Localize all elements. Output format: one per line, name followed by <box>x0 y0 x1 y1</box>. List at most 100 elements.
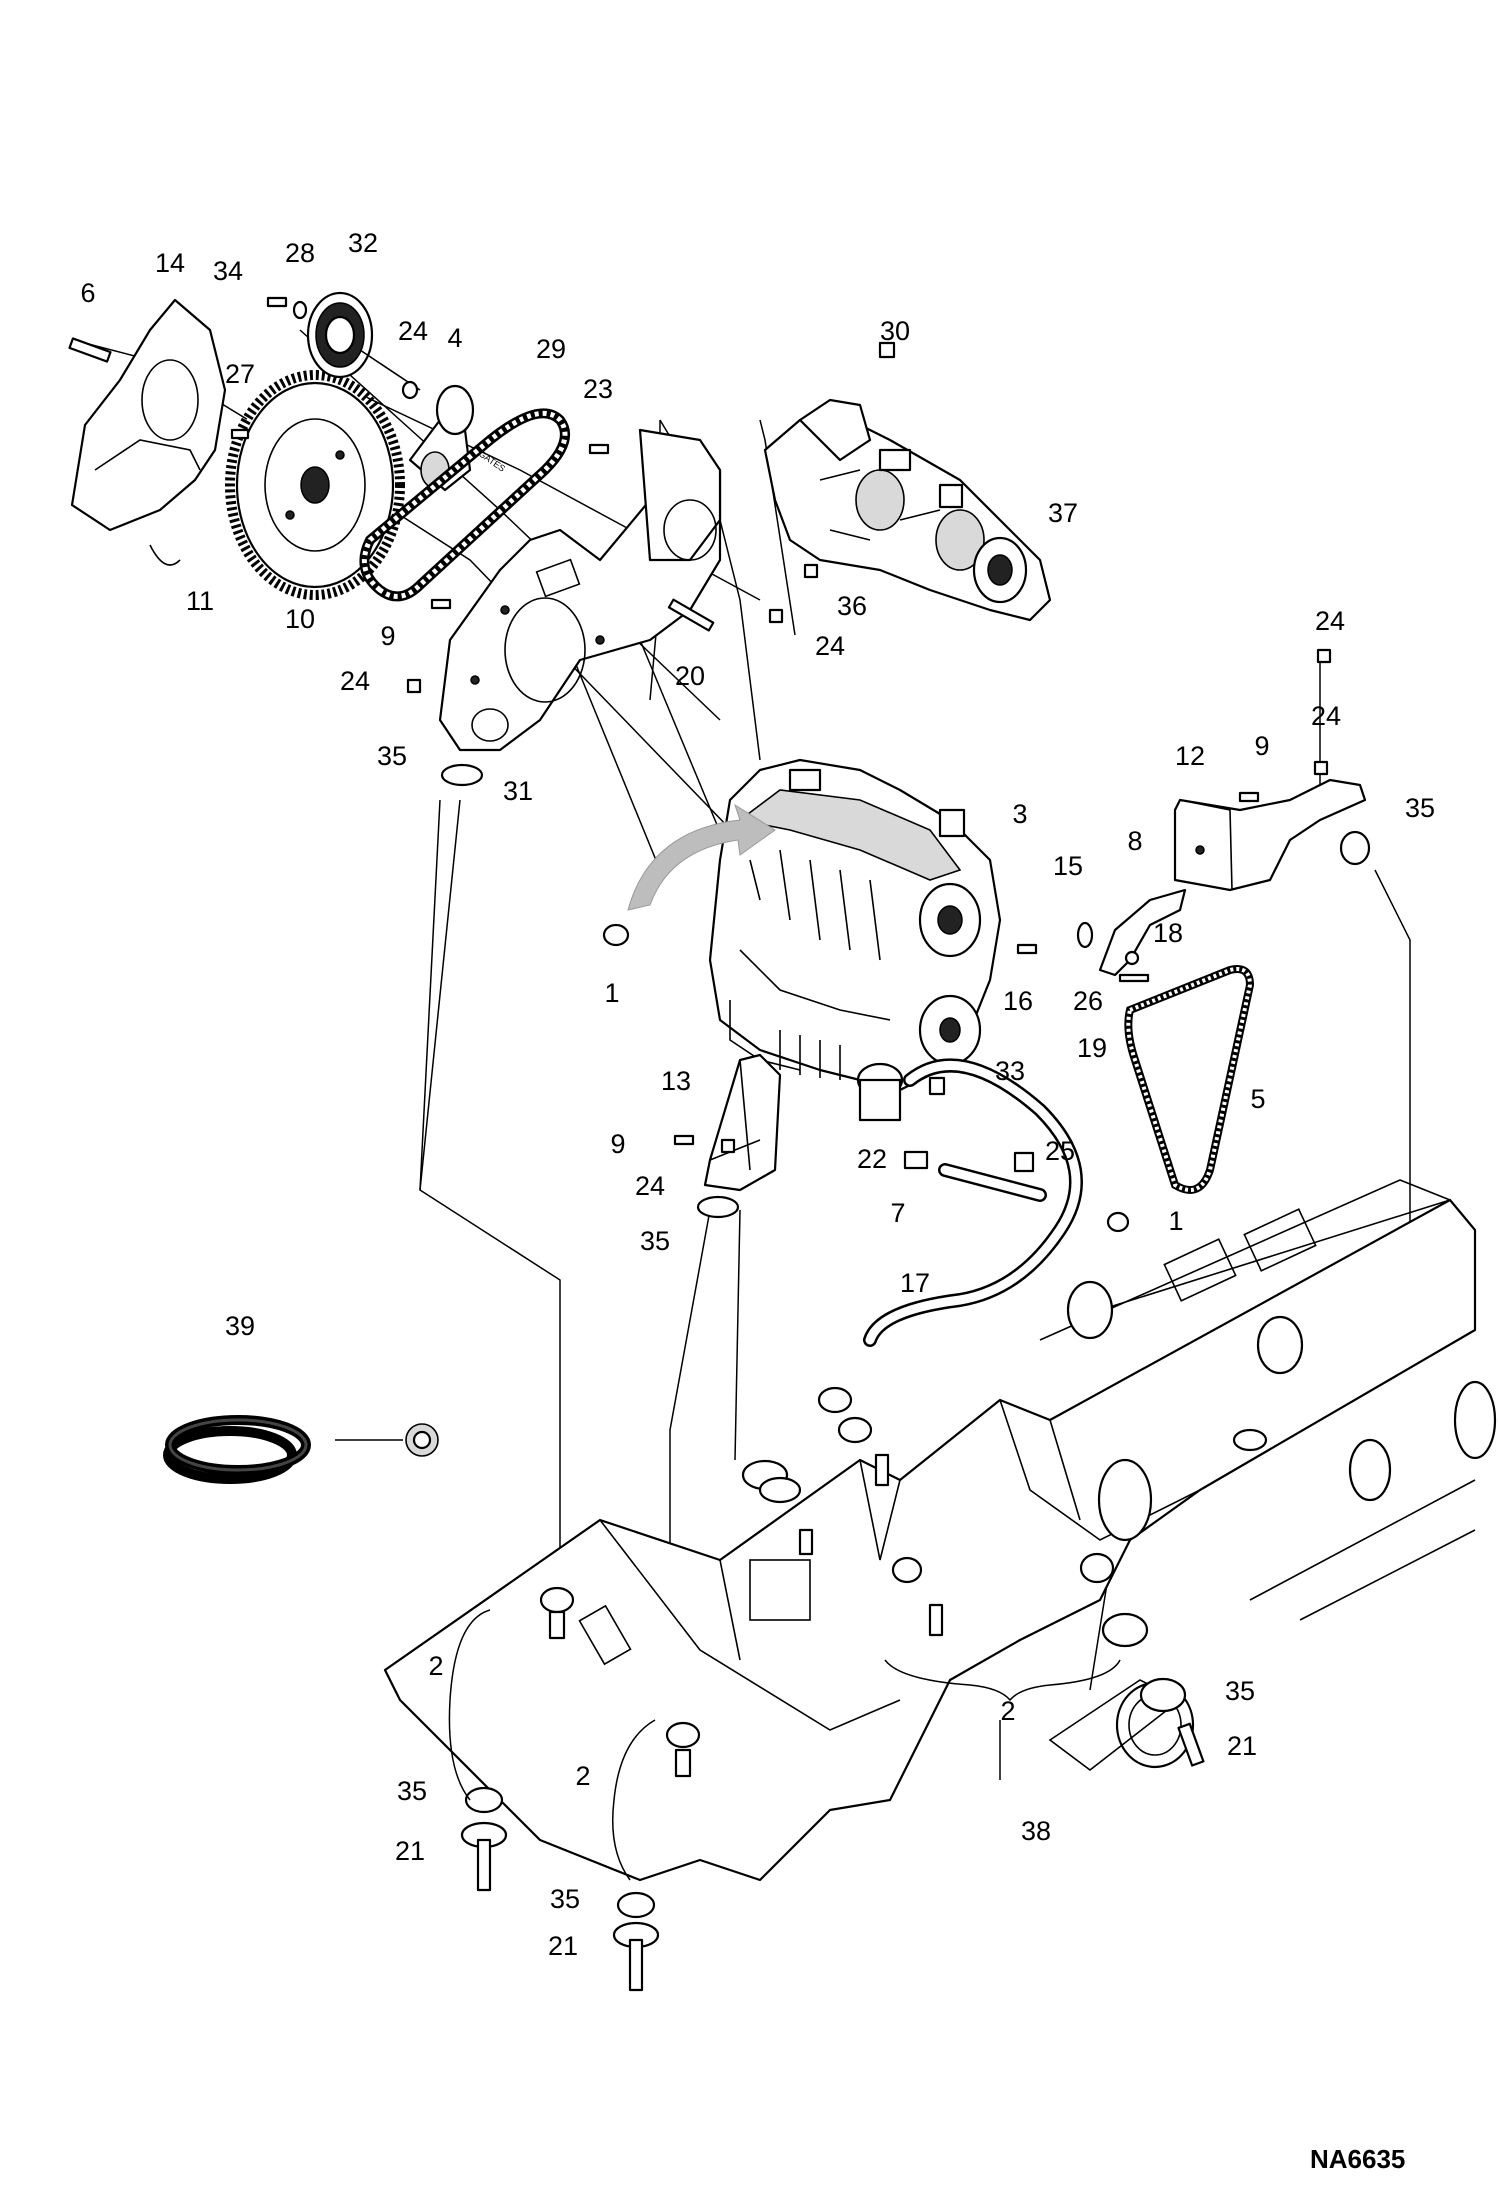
callout-39: 39 <box>225 1311 255 1341</box>
drain-hose <box>863 1058 1083 1347</box>
machine-frame <box>383 1179 1497 1882</box>
bracket-bolt-19 <box>1118 973 1150 983</box>
callout-9: 9 <box>380 621 395 651</box>
callout-2: 2 <box>575 1761 590 1791</box>
callout-25: 25 <box>1045 1136 1075 1166</box>
flywheel <box>225 370 405 600</box>
callout-6: 6 <box>80 278 95 308</box>
callout-29: 29 <box>536 334 566 364</box>
callout-13: 13 <box>661 1066 691 1096</box>
assembly-arrow <box>627 803 776 911</box>
callout-38: 38 <box>1021 1816 1051 1846</box>
callout-5: 5 <box>1250 1084 1265 1114</box>
front-mount-nut-24 <box>720 1138 736 1154</box>
callout-11: 11 <box>186 586 214 616</box>
callout-10: 10 <box>285 604 315 634</box>
callout-35: 35 <box>377 741 407 771</box>
hose-clamp-1b <box>1106 1211 1130 1233</box>
front-mount-bolt-9 <box>673 1134 695 1146</box>
callout-9: 9 <box>1254 731 1269 761</box>
callout-35: 35 <box>550 1884 580 1914</box>
edge-trim-seal <box>163 1415 439 1484</box>
rear-engine-mount-bracket <box>1173 778 1367 892</box>
callout-14: 14 <box>155 248 185 278</box>
frame-isolators <box>460 1386 1205 1992</box>
pump-bolt-30 <box>878 341 896 359</box>
front-mount-isolator-35 <box>696 1195 740 1219</box>
engine <box>708 758 1002 1122</box>
callout-24: 24 <box>815 631 845 661</box>
plate-nut-24 <box>406 678 422 694</box>
callout-27: 27 <box>225 359 255 389</box>
callout-1: 1 <box>604 978 619 1008</box>
callout-2: 2 <box>1000 1696 1015 1726</box>
assembly-lines <box>72 329 1411 1780</box>
callout-35: 35 <box>397 1776 427 1806</box>
callout-35: 35 <box>640 1226 670 1256</box>
rear-mount-nut-24a <box>1316 648 1332 664</box>
drain-valve-33 <box>928 1076 946 1096</box>
callout-1: 1 <box>1168 1206 1183 1236</box>
assembly-braces <box>448 1609 1121 1881</box>
flywheel-bolt <box>230 428 250 440</box>
callout-34: 34 <box>213 256 243 286</box>
callout-35: 35 <box>1225 1676 1255 1706</box>
rear-mount-bolt-9 <box>1238 791 1260 803</box>
figure-id: NA6635 <box>1310 2144 1405 2174</box>
hose-clamp-1a <box>602 923 630 947</box>
callout-36: 36 <box>837 591 867 621</box>
hose-clamp-25 <box>1013 1151 1035 1173</box>
callout-19: 19 <box>1077 1033 1107 1063</box>
callout-22: 22 <box>857 1144 887 1174</box>
callout-16: 16 <box>1003 986 1033 1016</box>
callout-33: 33 <box>995 1056 1025 1086</box>
lifting-bracket <box>1098 888 1187 977</box>
plate-bolt-23 <box>588 443 610 455</box>
callout-2: 2 <box>428 1651 443 1681</box>
plate-bolt-9 <box>430 598 452 610</box>
callout-23: 23 <box>583 374 613 404</box>
callout-24: 24 <box>398 316 428 346</box>
bellhousing-plate <box>438 428 722 752</box>
callout-20: 20 <box>675 661 705 691</box>
callout-30: 30 <box>880 316 910 346</box>
bracket-bolt-16 <box>1016 943 1038 955</box>
callout-15: 15 <box>1053 851 1083 881</box>
pulley-washer <box>292 300 308 320</box>
dowel-pin <box>68 337 112 363</box>
callout-35: 35 <box>1405 793 1435 823</box>
callout-12: 12 <box>1175 741 1205 771</box>
callout-18: 18 <box>1153 918 1183 948</box>
callout-37: 37 <box>1048 498 1078 528</box>
fan-belt <box>1124 965 1255 1194</box>
callout-4: 4 <box>447 323 462 353</box>
callout-3: 3 <box>1012 799 1027 829</box>
callout-31: 31 <box>503 776 533 806</box>
idler-nut <box>401 380 419 400</box>
flywheel-cover <box>70 298 227 566</box>
callout-17: 17 <box>900 1268 930 1298</box>
rear-mount-nut-24b <box>1313 760 1329 776</box>
rear-mount-isolator-35 <box>1339 830 1371 866</box>
callout-9: 9 <box>610 1129 625 1159</box>
callout-32: 32 <box>348 228 378 258</box>
bracket-nut-18 <box>1124 950 1140 966</box>
plate-isolator-35 <box>440 763 484 787</box>
callout-24: 24 <box>635 1171 665 1201</box>
callout-21: 21 <box>1227 1731 1257 1761</box>
callout-24: 24 <box>1311 701 1341 731</box>
pulley-bolt <box>266 296 288 308</box>
callout-28: 28 <box>285 238 315 268</box>
front-engine-mount-bracket <box>703 1053 782 1192</box>
crank-pulley <box>306 291 421 391</box>
callout-21: 21 <box>548 1931 578 1961</box>
pump-nut-36 <box>803 563 819 579</box>
callout-8: 8 <box>1127 826 1142 856</box>
callout-24: 24 <box>1315 606 1345 636</box>
long-bolt <box>667 598 715 632</box>
bracket-washer-15 <box>1076 921 1094 949</box>
plate-nut-24b <box>768 608 784 624</box>
